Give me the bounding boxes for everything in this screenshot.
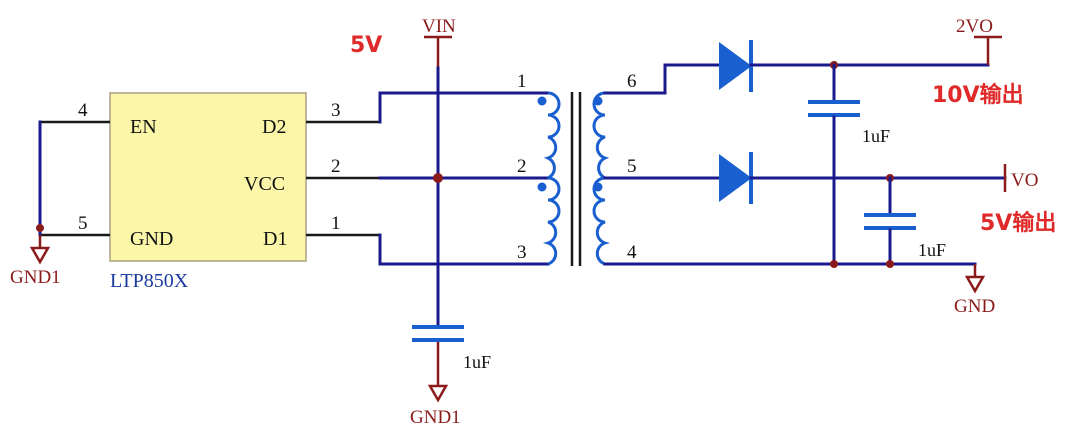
secondary-polarity-dot-mid: [593, 182, 603, 192]
primary-polarity-dot-top: [537, 96, 547, 106]
ic-part-name: LTP850X: [110, 270, 189, 292]
ic-pin-d2-number: 3: [331, 100, 341, 121]
diode-middle: [719, 152, 753, 204]
net-label-gnd: GND: [954, 296, 995, 317]
ic-pin-en-label: EN: [130, 116, 157, 138]
cap-high-value: 1uF: [862, 126, 890, 146]
annotation-input-voltage: 5V: [350, 33, 382, 58]
gnd1-bottom-symbol: [427, 384, 449, 403]
transformer-secondary-coil: [592, 91, 611, 266]
diode-middle-triangle: [719, 154, 752, 202]
net-label-vo: VO: [1011, 170, 1038, 191]
transformer-secondary-pin-4: 4: [627, 242, 637, 263]
ic-body: [109, 92, 307, 262]
ic-pin-gnd-number: 5: [78, 213, 88, 234]
net-label-2vo: 2VO: [956, 16, 993, 37]
gnd-right-symbol: [964, 275, 986, 294]
junction-cap-low-gnd: [886, 260, 894, 268]
annotation-out-high: 10V输出: [932, 82, 1024, 108]
wire-d1-to-primary-bottom: [378, 233, 550, 266]
net-label-vin: VIN: [422, 16, 456, 37]
transformer-primary-coil: [542, 91, 561, 266]
ic-pin-vcc-label: VCC: [244, 173, 285, 195]
transformer-secondary-pin-6: 6: [627, 71, 637, 92]
annotation-out-low: 5V输出: [980, 210, 1056, 236]
diode-top: [719, 40, 753, 92]
primary-polarity-dot-mid: [537, 182, 547, 192]
ic-pin-en-number: 4: [78, 100, 88, 121]
net-label-gnd1-left: GND1: [10, 267, 61, 288]
transformer-primary-pin-1: 1: [517, 71, 527, 92]
wire-sec-top-to-diode1: [603, 63, 722, 95]
junction-en-gnd: [36, 224, 44, 232]
diode-top-triangle: [719, 42, 752, 90]
transformer-secondary-pin-5: 5: [627, 156, 637, 177]
gnd1-left-symbol: [29, 246, 51, 265]
input-cap-value: 1uF: [463, 352, 491, 372]
ic-pin-d2-label: D2: [262, 116, 286, 138]
ic-pin-vcc-number: 2: [331, 156, 341, 177]
transformer-primary-pin-3: 3: [517, 242, 527, 263]
ic-ltp850x: EN GND D2 VCC D1 LTP850X: [109, 92, 307, 292]
junction-cap-high-gnd: [830, 260, 838, 268]
cap-low-value: 1uF: [918, 240, 946, 260]
wire-d2-to-primary-top: [378, 91, 550, 124]
ic-pin-d1-number: 1: [331, 213, 341, 234]
junction-vin-vcc: [433, 173, 443, 183]
transformer-primary-pin-2: 2: [517, 156, 527, 177]
ic-pin-gnd-label: GND: [130, 228, 173, 250]
net-label-gnd1-bottom: GND1: [410, 407, 461, 428]
secondary-polarity-dot-top: [593, 96, 603, 106]
ic-pin-d1-label: D1: [263, 228, 287, 250]
